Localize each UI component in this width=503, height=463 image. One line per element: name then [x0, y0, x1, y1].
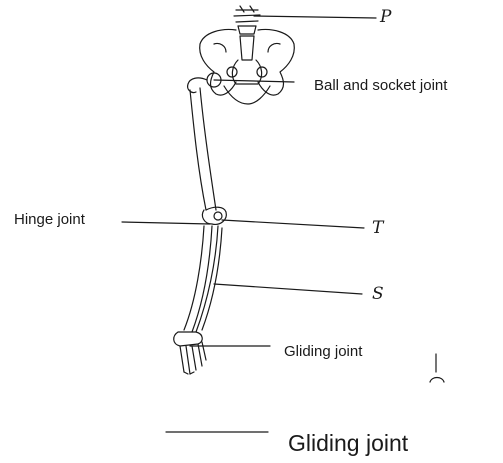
- label-p: P: [380, 9, 391, 26]
- leader-line-ball-socket: [214, 80, 294, 82]
- label-ball-and-socket-joint: Ball and socket joint: [314, 78, 447, 93]
- vertebrae: [234, 6, 260, 34]
- leader-line-t: [222, 220, 364, 228]
- femur-head: [188, 73, 221, 93]
- leader-line-s: [214, 284, 362, 294]
- label-t: T: [372, 220, 383, 237]
- label-hinge-joint: Hinge joint: [14, 212, 85, 227]
- foot: [174, 332, 206, 374]
- pelvis: [200, 30, 295, 104]
- tibia-fibula: [184, 226, 222, 332]
- leader-line-hinge: [122, 222, 210, 224]
- knee-joint: [202, 207, 226, 224]
- label-gliding-joint-large: Gliding joint: [288, 432, 408, 455]
- femur: [190, 88, 216, 210]
- leader-line-p: [254, 16, 376, 18]
- label-s: S: [372, 286, 384, 303]
- label-gliding-joint: Gliding joint: [284, 344, 362, 359]
- hook-mark: [430, 378, 444, 383]
